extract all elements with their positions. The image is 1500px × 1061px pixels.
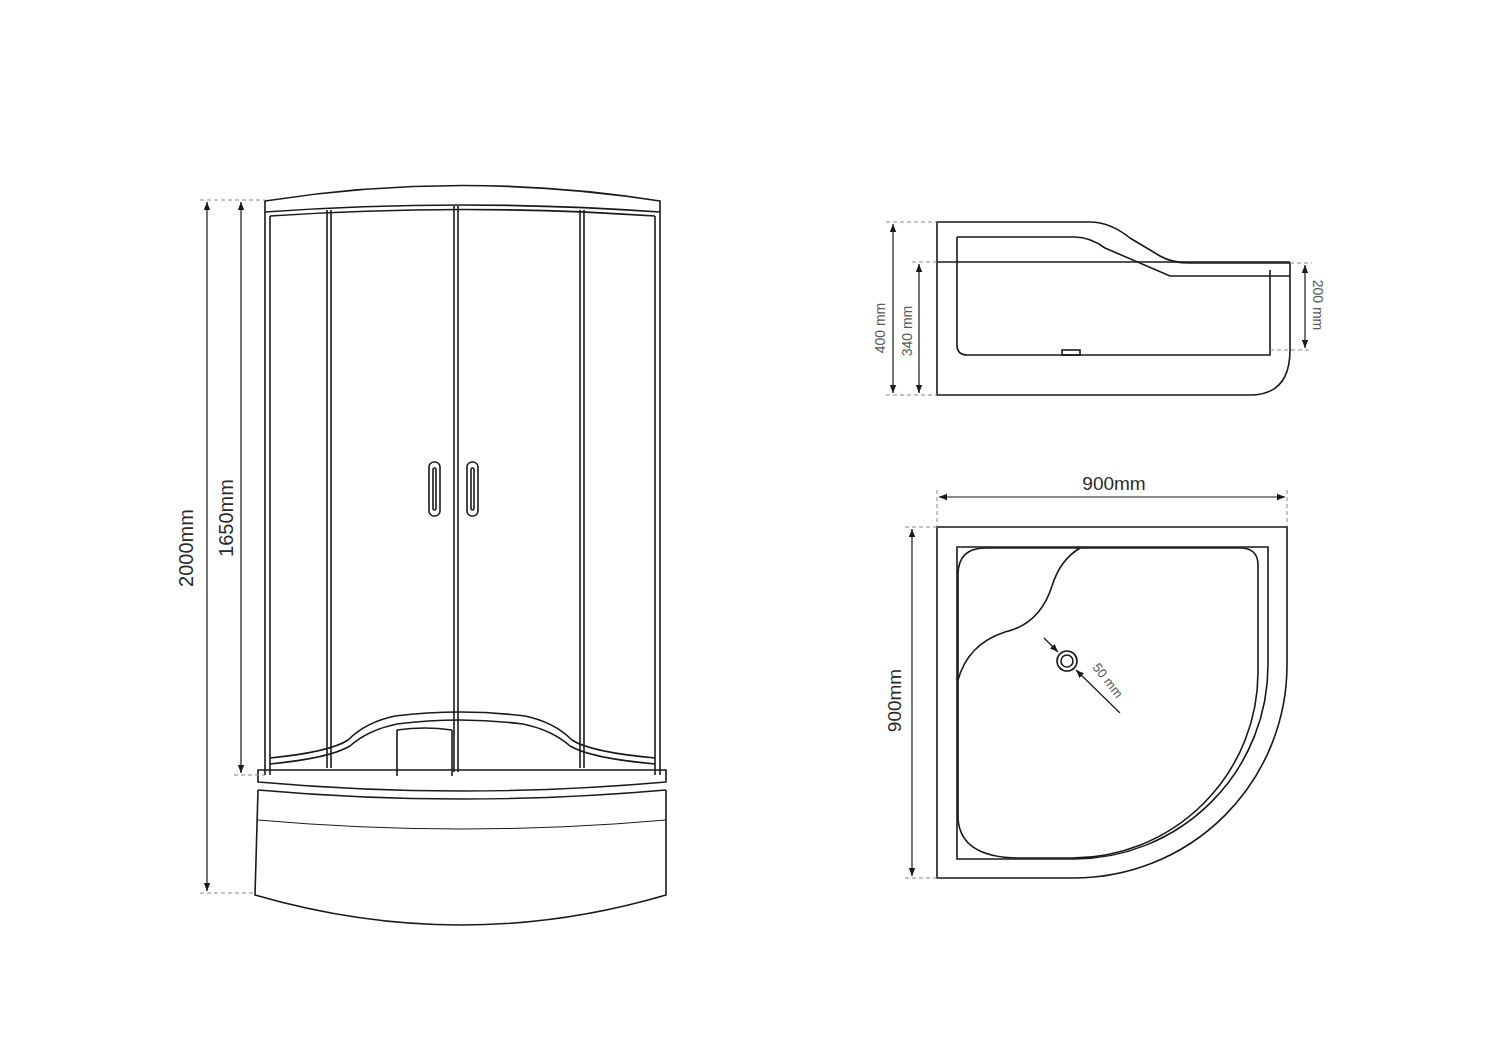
- cabin-front-view-part: [453, 206, 455, 772]
- cabin-front-view-part: [654, 216, 656, 775]
- cabin-front-view-part: [583, 210, 585, 768]
- cabin-front-view-part: [264, 212, 266, 775]
- dimension-lines-part: [911, 529, 912, 876]
- cabin-front-view-part: [258, 770, 666, 791]
- extension-lines-part: [1290, 263, 1312, 264]
- tray-side-view-part: [937, 261, 1290, 263]
- extension-lines-part: [886, 395, 937, 396]
- cabin-front-view-part: [579, 210, 581, 768]
- cabin-front-view-part: [659, 212, 661, 775]
- dimension-lines-part: [918, 264, 919, 393]
- tray-side-view-part: [1062, 350, 1080, 355]
- cabin-front-view-part: [265, 205, 660, 212]
- extension-lines-part: [200, 200, 265, 201]
- dimension-label: 2000mm: [175, 506, 197, 590]
- dimension-label: 50 mm: [1088, 657, 1128, 702]
- tray-top-view: [937, 527, 1287, 878]
- cabin-front-view-part: [471, 468, 474, 510]
- tray-top-view-part: [937, 527, 1287, 878]
- cabin-front-view-part: [270, 712, 655, 758]
- tray-side-view: [937, 222, 1290, 395]
- dimension-lines: [207, 202, 1305, 891]
- cabin-front-view: [255, 186, 666, 926]
- tray-top-view-part: [958, 548, 1258, 858]
- extension-lines-part: [937, 490, 938, 527]
- cabin-front-view-part: [433, 468, 436, 510]
- extension-lines-part: [1287, 490, 1288, 527]
- tray-top-view-part: [1061, 655, 1073, 667]
- dimension-label: 340 mm: [899, 303, 915, 360]
- dimension-lines-part: [206, 202, 207, 891]
- dimension-lines-part: [240, 202, 241, 773]
- cabin-front-view-part: [270, 720, 655, 764]
- cabin-front-view-part: [397, 728, 452, 776]
- dimension-label: 200 mm: [1310, 277, 1326, 334]
- tray-side-view-part: [937, 222, 1290, 395]
- dimension-label: 900mm: [1079, 473, 1148, 494]
- extension-lines-part: [1270, 350, 1312, 351]
- extension-lines-part: [886, 222, 937, 223]
- tray-top-view-part: [1057, 651, 1077, 671]
- extension-lines-part: [200, 893, 255, 894]
- extension-lines: [200, 200, 1312, 893]
- tray-top-view-part: [958, 548, 985, 680]
- dimension-label: 1650mm: [215, 476, 237, 560]
- dimension-lines-part: [892, 224, 893, 393]
- tray-side-view-part: [957, 237, 1290, 276]
- extension-lines-part: [905, 527, 937, 528]
- dimension-lines-part: [1304, 265, 1305, 348]
- cabin-front-view-part: [269, 216, 271, 775]
- extension-lines-part: [912, 262, 937, 263]
- tray-top-view-part: [957, 547, 1268, 859]
- cabin-front-view-part: [258, 820, 666, 829]
- extension-lines-part: [234, 775, 265, 776]
- cabin-front-view-part: [258, 790, 666, 799]
- dimension-label: 400 mm: [872, 300, 888, 357]
- cabin-front-view-part: [457, 206, 459, 772]
- cabin-front-view-part: [326, 210, 328, 768]
- extension-lines-part: [905, 878, 937, 879]
- tray-side-view-part: [956, 237, 958, 262]
- cabin-front-view-part: [255, 790, 666, 925]
- dimension-lines-part: [939, 496, 1285, 497]
- dimension-label: 900mm: [884, 665, 905, 734]
- dimension-lines-part: [1044, 638, 1058, 652]
- cabin-front-view-part: [330, 210, 332, 768]
- cabin-front-view-part: [429, 462, 440, 516]
- cabin-front-view-part: [265, 186, 660, 213]
- cabin-front-view-part: [467, 462, 478, 516]
